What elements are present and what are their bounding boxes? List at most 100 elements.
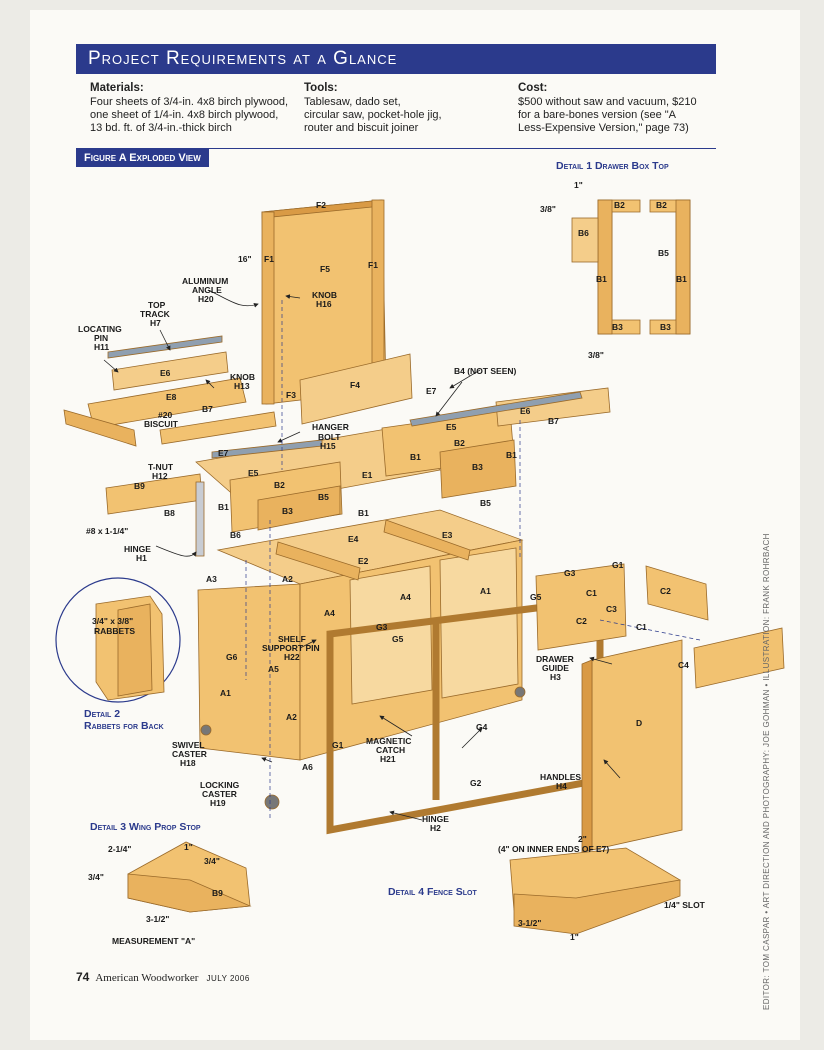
label-locking: LOCKING [200,780,240,790]
label-dim-16: 16" [238,254,252,264]
label-b7: B7 [202,404,213,414]
label-b1: B1 [676,274,687,284]
label-g3: G3 [376,622,388,632]
label-a1: A1 [220,688,231,698]
label-b1: B1 [596,274,607,284]
label-knob: KNOB [230,372,255,382]
label-d3-3-4: 3/4" [88,872,104,882]
label-e6: E6 [160,368,171,378]
label-h13: H13 [234,381,250,391]
label-b7: B7 [548,416,559,426]
construction-lines [245,300,701,820]
label-h19: H19 [210,798,226,808]
label-d1-1in: 1" [574,180,583,190]
materials-block: Materials: Four sheets of 3/4-in. 4x8 bi… [90,82,300,135]
label-c1: C1 [636,622,647,632]
label-h2: H2 [430,823,441,833]
label-caster: CASTER [202,789,237,799]
label-g2: G2 [470,778,482,788]
label-f2: F2 [316,200,326,210]
label-d4-1in: 1" [570,932,579,942]
label-e5: E5 [446,422,457,432]
tools-line: router and biscuit joiner [304,122,419,134]
label-b3: B3 [282,506,293,516]
detail-1-drawing [571,199,691,335]
tools-line: Tablesaw, dado set, [304,96,401,108]
label-swivel: SWIVEL [172,740,205,750]
label-f4: F4 [350,380,360,390]
label-e7: E7 [426,386,437,396]
detail-4-drawing [509,847,681,935]
casters [200,686,526,810]
label-e2: E2 [358,556,369,566]
label-d3-1in: 1" [184,842,193,852]
tools-heading: Tools: [304,82,338,94]
label-g4: G4 [476,722,488,732]
label-d3-3-1-2: 3-1/2" [146,914,169,924]
label-measurement-a: MEASUREMENT "A" [112,936,195,946]
label-rabbets: RABBETS [94,626,135,636]
label-b3: B3 [660,322,671,332]
materials-line: 13 bd. ft. of 3/4-in.-thick birch [90,122,232,134]
label-handles: HANDLES [540,772,581,782]
label-d4-3-1-2: 3-1/2" [518,918,541,928]
label-screw: #8 x 1-1/4" [86,526,128,536]
label-hanger: HANGER [312,422,349,432]
label-t-nut: T-NUT [148,462,174,472]
label-locating: LOCATING [78,324,122,334]
label-catch: CATCH [376,745,405,755]
cost-heading: Cost: [518,82,548,94]
label-h20: H20 [198,294,214,304]
label-magnetic: MAGNETIC [366,736,411,746]
label-drawer: DRAWER [536,654,574,664]
label-caster: CASTER [172,749,207,759]
label-a2: A2 [286,712,297,722]
label-a3: A3 [206,574,217,584]
label-c2: C2 [660,586,671,596]
label-d4-slot: 1/4" SLOT [664,900,706,910]
label-h15: H15 [320,441,336,451]
label-a1: A1 [480,586,491,596]
label-e7: E7 [218,448,229,458]
label-a5: A5 [268,664,279,674]
label-b4: B4 (NOT SEEN) [454,366,517,376]
label-b2: B2 [274,480,285,490]
label-e8: E8 [166,392,177,402]
label-bolt: BOLT [318,432,341,442]
materials-line: one sheet of 1/4-in. 4x8 birch plywood, [90,109,279,121]
cost-line: $500 without saw and vacuum, $210 [518,96,697,108]
label-biscuit: BISCUIT [144,419,179,429]
label-f1: F1 [368,260,378,270]
label-b1: B1 [358,508,369,518]
issue-date: JULY 2006 [206,974,250,983]
label-h12: H12 [152,471,168,481]
label-track: TRACK [140,309,171,319]
detail-2-drawing [55,577,181,703]
label-shelf: SHELF [278,634,306,644]
label-d: D [636,718,642,728]
label-g6: G6 [226,652,238,662]
label-b2: B2 [614,200,625,210]
label-h18: H18 [180,758,196,768]
label-b8: B8 [164,508,175,518]
label-support-pin: SUPPORT PIN [262,643,320,653]
label-a4: A4 [324,608,335,618]
label-h16: H16 [316,299,332,309]
cost-line: Less-Expensive Version," page 73) [518,122,689,134]
label-c2: C2 [576,616,587,626]
label-d1-3-8: 3/8" [540,204,556,214]
cost-line: for a bare-bones version (see "A [518,109,676,121]
label-b5: B5 [658,248,669,258]
credits-line: EDITOR: TOM CASPAR • ART DIRECTION AND P… [762,533,771,1010]
label-h4: H4 [556,781,567,791]
label-b2: B2 [454,438,465,448]
label-rabbet-size: 3/4" x 3/8" [92,616,133,626]
cost-block: Cost: $500 without saw and vacuum, $210 … [518,82,718,135]
label-g3: G3 [564,568,576,578]
label-d3-2-1-4: 2-1/4" [108,844,131,854]
page-banner-title: Project Requirements at a Glance [76,44,716,74]
label-d4-note: (4" ON INNER ENDS OF E7) [498,844,609,854]
label-a2: A2 [282,574,293,584]
